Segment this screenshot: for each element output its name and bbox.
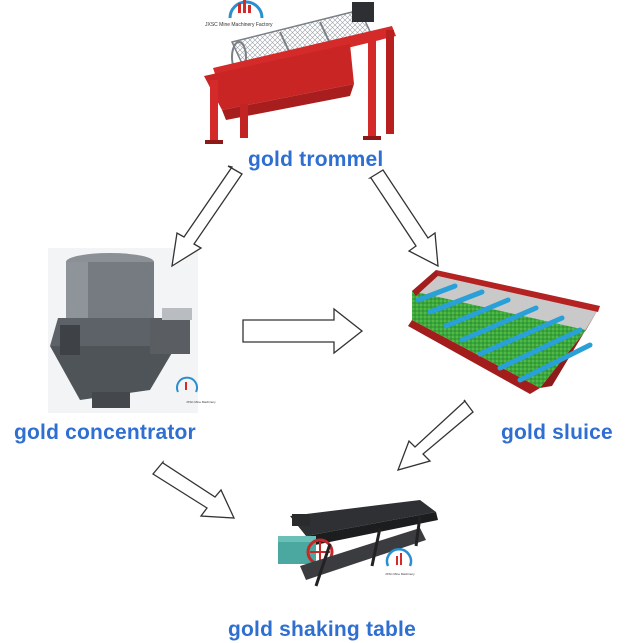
sluice-riffles <box>415 283 593 383</box>
label-gold-shaking-table: gold shaking table <box>228 618 416 641</box>
trommel-logo-icon <box>228 0 264 19</box>
label-gold-concentrator: gold concentrator <box>14 421 196 444</box>
concentrator-image <box>48 248 198 413</box>
arrow-sluice-to-shaking-table <box>396 399 474 471</box>
arrow-concentrator-to-sluice <box>242 307 364 355</box>
shaking-table-motor <box>278 536 334 566</box>
concentrator-watermark: JXSC Mine Machinery <box>186 400 216 404</box>
label-gold-trommel: gold trommel <box>248 148 384 171</box>
trommel-watermark: JXSC Mine Machinery Factory <box>205 22 273 28</box>
arrow-concentrator-to-shaking-table <box>152 460 236 519</box>
arrow-trommel-to-sluice <box>367 169 439 268</box>
shaking-table-logo-icon <box>385 548 413 567</box>
label-gold-sluice: gold sluice <box>501 421 613 444</box>
trommel-image <box>204 0 396 144</box>
arrow-trommel-to-concentrator <box>171 165 243 268</box>
trommel-frame <box>204 26 396 144</box>
concentrator-logo-icon <box>176 376 198 393</box>
shaking-table-image <box>278 500 438 587</box>
sluice-image <box>408 270 600 394</box>
shaking-table-watermark: JXSC Mine Machinery <box>385 572 415 576</box>
